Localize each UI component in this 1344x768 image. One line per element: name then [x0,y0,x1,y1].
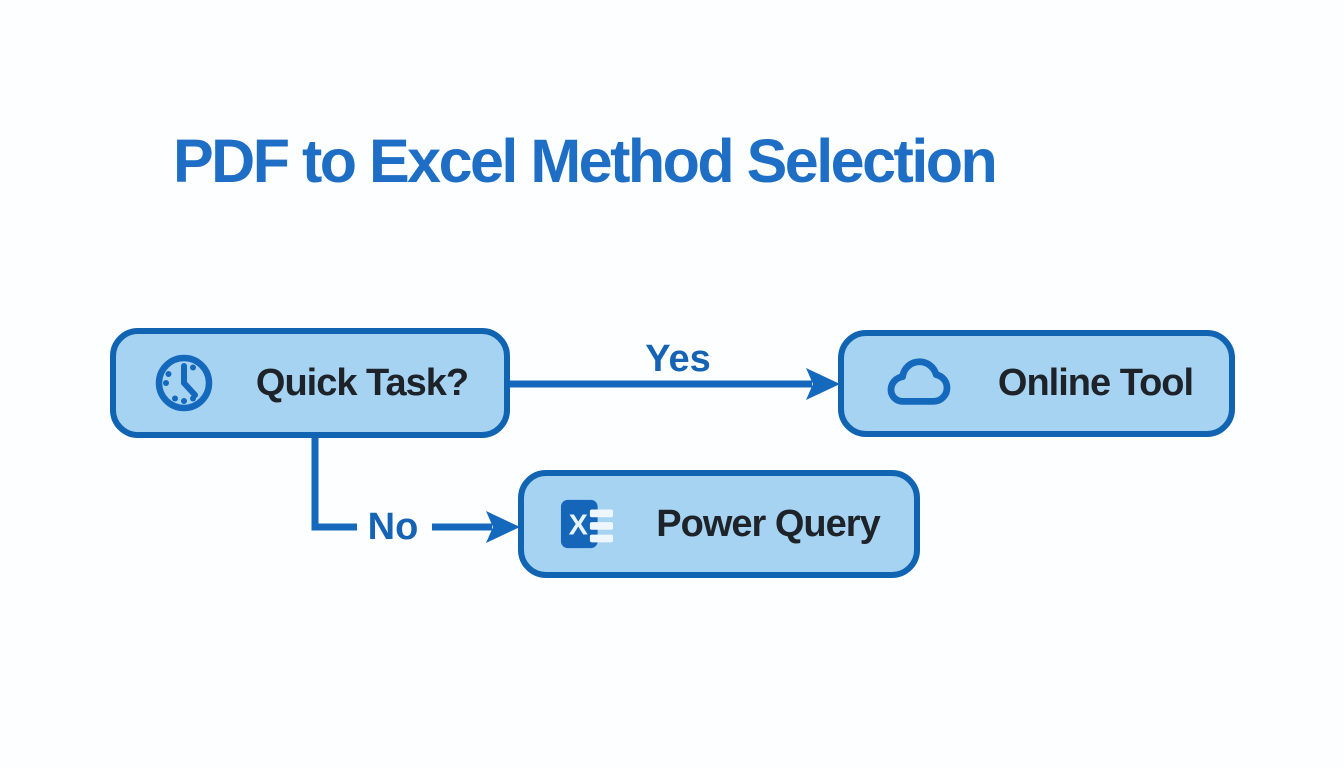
node-online-tool: Online Tool [838,330,1235,437]
node-quick-task-label: Quick Task? [255,361,469,404]
edge-no-label: No [367,506,419,548]
edge-yes-label: Yes [645,338,711,380]
node-power-query-label: Power Query [656,502,880,545]
cloud-icon [887,357,951,405]
excel-spreadsheet-icon: X [561,499,614,549]
node-online-tool-label: Online Tool [997,362,1194,404]
node-power-query: X Power Query [518,470,920,578]
svg-text:X: X [569,510,589,542]
diagram-title: PDF to Excel Method Selection [173,127,998,195]
clock-icon [155,354,213,412]
node-quick-task: Quick Task? [110,328,510,438]
